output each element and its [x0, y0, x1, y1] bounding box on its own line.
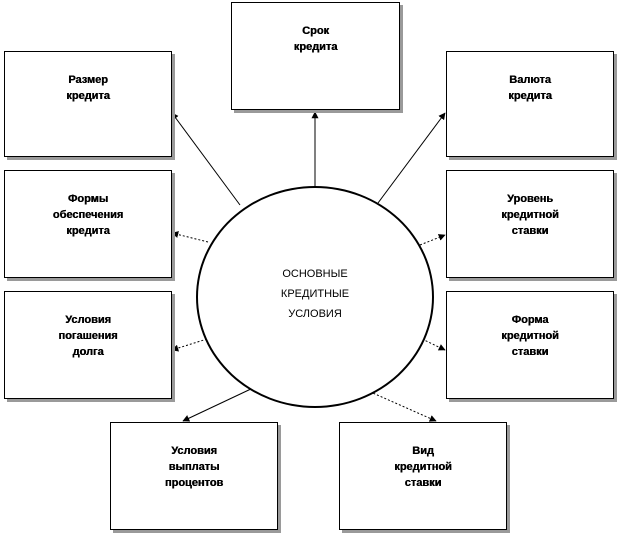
condition-label-size: Размер кредита	[66, 74, 110, 102]
center-label: ОСНОВНЫЕ КРЕДИТНЫЕ УСЛОВИЯ	[280, 268, 350, 320]
condition-box-term: Срок кредита	[231, 2, 400, 110]
arrow-to-rate-level	[419, 234, 446, 246]
condition-label-repayment: Условия погашения долга	[58, 314, 118, 358]
condition-label-rate-level: Уровень кредитной ставки	[501, 193, 559, 237]
arrow-to-collateral	[171, 231, 209, 243]
condition-box-size: Размер кредита	[4, 51, 172, 157]
condition-label-collateral: Формы обеспечения кредита	[52, 193, 124, 237]
condition-box-currency: Валюта кредита	[446, 51, 614, 157]
arrow-to-currency	[377, 112, 446, 204]
condition-box-rate-type: Вид кредитной ставки	[339, 422, 507, 530]
condition-box-repayment: Условия погашения долга	[4, 291, 172, 399]
condition-label-interest-payment: Условия выплаты процентов	[164, 445, 224, 489]
arrow-to-size	[171, 112, 241, 206]
condition-box-rate-level: Уровень кредитной ставки	[446, 170, 614, 278]
arrow-to-interest-payment	[182, 387, 254, 422]
condition-box-collateral: Формы обеспечения кредита	[4, 170, 172, 278]
arrow-to-rate-form	[421, 338, 446, 351]
center-circle: ОСНОВНЫЕ КРЕДИТНЫЕ УСЛОВИЯ	[196, 186, 434, 408]
condition-box-rate-form: Форма кредитной ставки	[446, 291, 614, 399]
arrow-to-repayment	[171, 338, 208, 352]
arrow-to-rate-type	[365, 389, 437, 422]
condition-label-rate-type: Вид кредитной ставки	[394, 445, 452, 489]
condition-label-currency: Валюта кредита	[508, 74, 552, 102]
condition-box-interest-payment: Условия выплаты процентов	[110, 422, 278, 530]
condition-label-rate-form: Форма кредитной ставки	[501, 314, 559, 358]
condition-label-term: Срок кредита	[293, 25, 338, 53]
